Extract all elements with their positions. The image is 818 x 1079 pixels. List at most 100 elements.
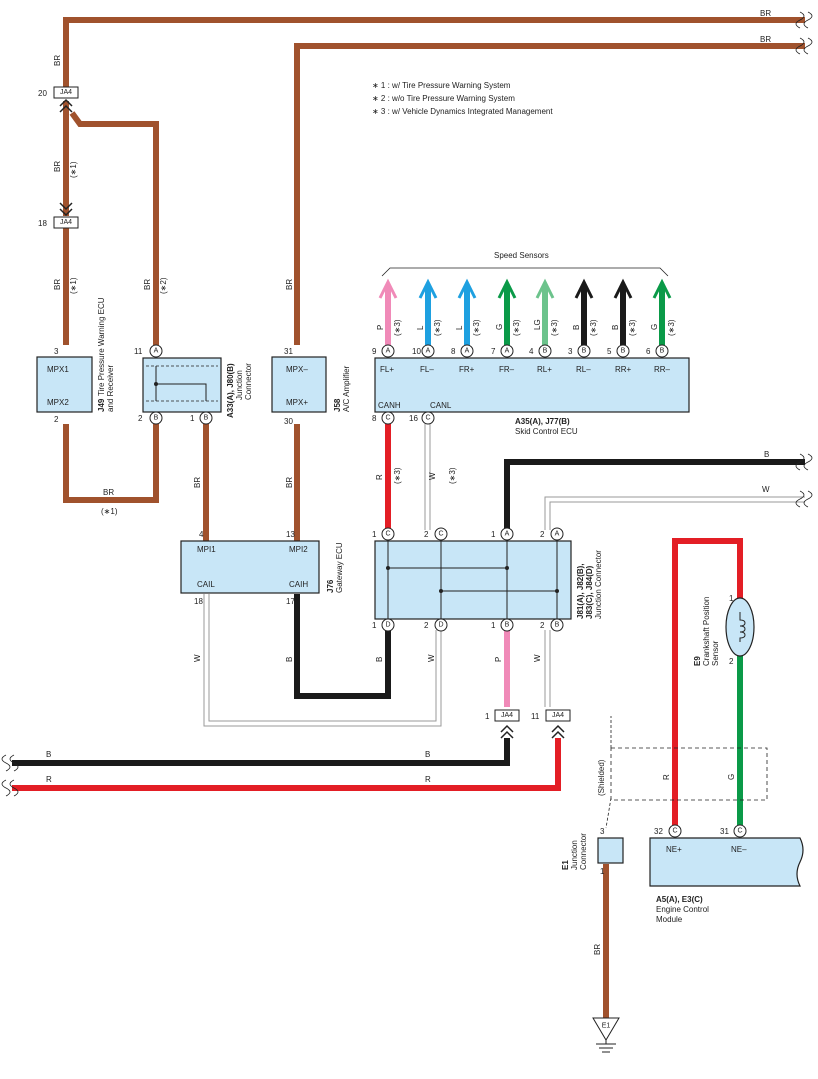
svg-text:D: D — [438, 622, 443, 629]
speed-sensor-arrow-icon — [378, 278, 398, 299]
label-r-canh: R — [375, 474, 384, 480]
j76-gateway-ecu: MPI1 MPI2 CAIL CAIH 4 13 18 17 J76 Gatew… — [180, 530, 344, 606]
ja4-connector-1: 1 JA4 — [485, 709, 520, 739]
speed-sensor-connector — [460, 344, 474, 358]
speed-sensor-connector — [577, 344, 591, 358]
ground-symbol-icon — [596, 1040, 616, 1053]
svg-text:20: 20 — [38, 89, 47, 98]
svg-text:2: 2 — [138, 414, 143, 423]
speed-sensors-brace — [381, 267, 669, 277]
label-br-left2: BR — [53, 161, 62, 172]
speed-sensor-connector — [616, 344, 630, 358]
note-2: ∗ 2 : w/o Tire Pressure Warning System — [372, 94, 515, 103]
speed-sensor-connector-letter: B — [582, 348, 587, 355]
shield-box — [610, 747, 768, 801]
speed-sensor-terminal-label: FR– — [499, 365, 515, 374]
svg-text:13: 13 — [286, 530, 295, 539]
svg-text:3: 3 — [54, 347, 59, 356]
label-w-j81d2: W — [427, 654, 436, 662]
label-b-bottom-right: B — [425, 750, 430, 759]
speed-sensor-wire-color: P — [376, 325, 385, 330]
svg-text:1: 1 — [372, 530, 377, 539]
wire-labels: BR BR BR BR (∗1) BR (∗1) BR (∗2) BR (∗1)… — [46, 9, 771, 955]
svg-text:E9: E9 — [693, 656, 702, 666]
label-n1-loop: (∗1) — [101, 507, 118, 516]
svg-text:18: 18 — [38, 219, 47, 228]
svg-text:NE–: NE– — [731, 845, 747, 854]
svg-text:31: 31 — [284, 347, 293, 356]
speed-sensors-label: Speed Sensors — [494, 251, 549, 260]
svg-text:D: D — [385, 622, 390, 629]
speed-sensor-terminal-label: RR+ — [615, 365, 632, 374]
svg-text:B: B — [555, 622, 560, 629]
wire-r-bottom — [12, 738, 561, 791]
svg-text:J49: J49 — [97, 398, 106, 412]
j81-junction-connector: 1 C 2 C 1 A 2 A 1 D 2 D 1 B 2 B J81(A), … — [372, 527, 603, 632]
label-shielded: (Shielded) — [597, 759, 606, 796]
speed-sensor-pin: 9 — [372, 347, 377, 356]
svg-text:C: C — [737, 828, 742, 835]
svg-text:NE+: NE+ — [666, 845, 682, 854]
speed-sensor-arrow-icon — [613, 278, 633, 299]
wire-br-branch-a33 — [69, 111, 159, 345]
wire-b-right — [504, 459, 805, 530]
wires — [12, 17, 805, 1018]
break-marks — [1, 11, 813, 797]
speed-sensor-connector-letter: A — [505, 348, 510, 355]
svg-text:C: C — [672, 828, 677, 835]
speed-sensor-note: (∗3) — [393, 319, 402, 336]
speed-sensor-pin: 3 — [568, 347, 573, 356]
speed-sensor-connector-letter: B — [543, 348, 548, 355]
svg-text:1: 1 — [372, 621, 377, 630]
label-n3-canh: (∗3) — [393, 467, 402, 484]
speed-sensor-terminal-label: FL– — [420, 365, 434, 374]
label-n3-canl: (∗3) — [448, 467, 457, 484]
svg-text:Crankshaft Position: Crankshaft Position — [702, 597, 711, 666]
label-r-ne: R — [662, 774, 671, 780]
speed-sensor-pin: 7 — [491, 347, 496, 356]
label-n1-left3: (∗1) — [69, 277, 78, 294]
speed-sensor-connector — [381, 344, 395, 358]
svg-text:2: 2 — [424, 621, 429, 630]
label-b-j81d1: B — [375, 657, 384, 662]
svg-text:B: B — [204, 415, 209, 422]
wire-w-right-b — [549, 501, 805, 530]
svg-text:E1: E1 — [602, 1023, 611, 1030]
label-br-a33: BR — [143, 279, 152, 290]
speed-sensor-connector-letter: B — [621, 348, 626, 355]
a5-engine-control-module: NE+ NE– 32 C 31 C A5(A), E3(C) Engine Co… — [649, 824, 804, 924]
svg-text:B: B — [154, 415, 159, 422]
svg-text:3: 3 — [600, 827, 605, 836]
svg-text:2: 2 — [540, 621, 545, 630]
speed-sensor-note: (∗3) — [628, 319, 637, 336]
speed-sensor-arrow-icon — [535, 278, 555, 299]
svg-text:JA4: JA4 — [60, 219, 72, 226]
svg-text:and Receiver: and Receiver — [106, 365, 115, 412]
svg-text:Engine Control: Engine Control — [656, 905, 709, 914]
wire-w-cail-b — [208, 594, 437, 722]
speed-sensor-pin: 5 — [607, 347, 612, 356]
note-1: ∗ 1 : w/ Tire Pressure Warning System — [372, 81, 511, 90]
wire-br-loop — [63, 424, 159, 503]
label-br-top2: BR — [760, 35, 771, 44]
svg-text:A5(A), E3(C): A5(A), E3(C) — [656, 895, 703, 904]
label-n1-left2: (∗1) — [69, 161, 78, 178]
svg-text:CANL: CANL — [430, 401, 452, 410]
wire-b-bottom — [12, 738, 510, 766]
svg-text:CAIH: CAIH — [289, 580, 308, 589]
label-br-loop: BR — [103, 488, 114, 497]
svg-text:JA4: JA4 — [501, 712, 513, 719]
svg-text:CANH: CANH — [378, 401, 401, 410]
svg-text:J81(A), J82(B),: J81(A), J82(B), — [576, 563, 585, 619]
label-w-cail: W — [193, 654, 202, 662]
label-br-j58-j76: BR — [285, 477, 294, 488]
speed-sensor-arrow-icon — [457, 278, 477, 299]
speed-sensor-arrow-icon — [574, 278, 594, 299]
svg-text:B: B — [505, 622, 510, 629]
wire-w-cail-a — [203, 594, 442, 727]
svg-text:17: 17 — [286, 597, 295, 606]
speed-sensor-wire-color: LG — [533, 319, 542, 330]
wire-b-caih — [294, 594, 391, 699]
svg-text:J58: J58 — [333, 398, 342, 412]
svg-text:1: 1 — [491, 621, 496, 630]
